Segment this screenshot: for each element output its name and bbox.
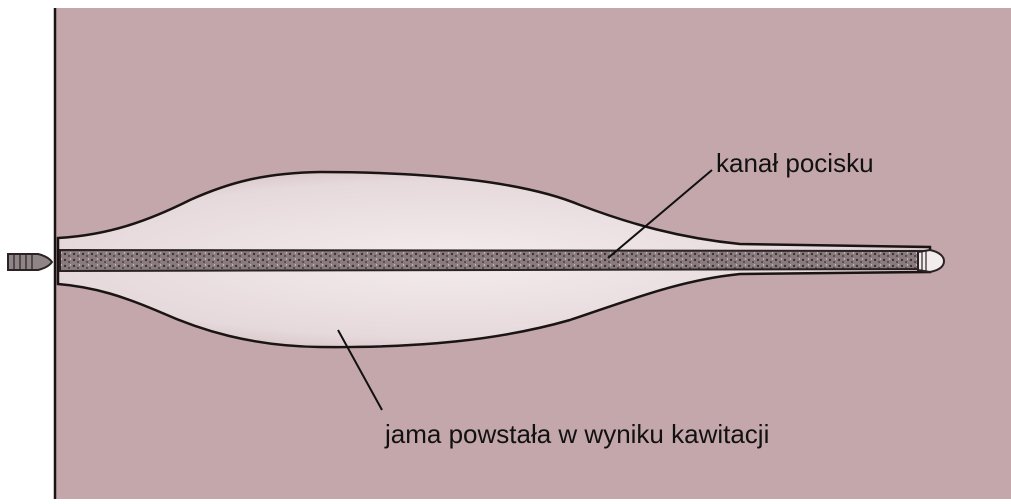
bullet-end-icon xyxy=(918,250,944,272)
bullet-entry-icon xyxy=(8,254,52,270)
label-cavity: jama powstała w wyniku kawitacji xyxy=(384,419,769,449)
bullet-channel xyxy=(60,250,930,271)
label-bullet-channel: kanał pocisku xyxy=(716,148,874,178)
